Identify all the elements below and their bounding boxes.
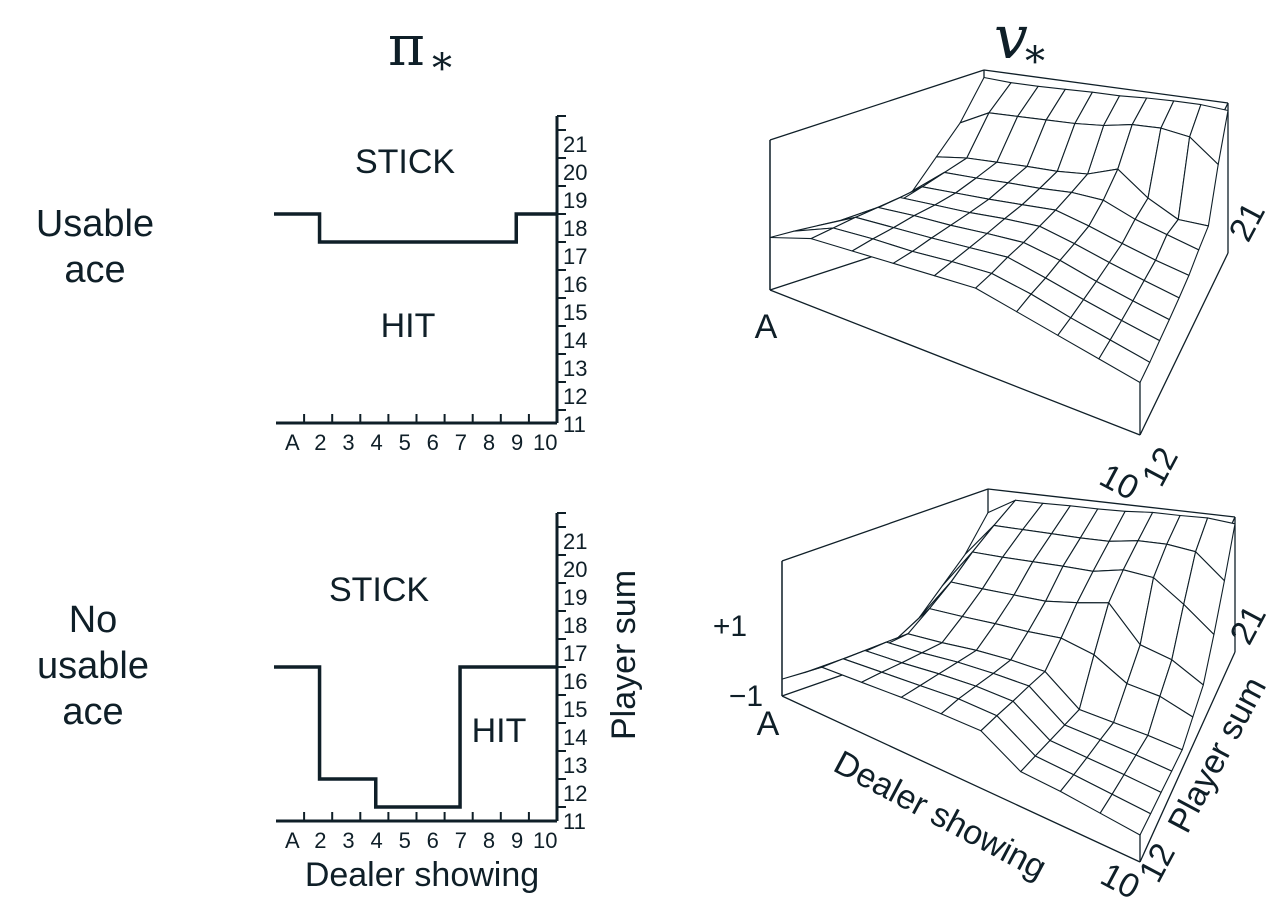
row-label-usable-ace: Usable ace	[36, 203, 154, 291]
x-tick-label: 5	[399, 430, 411, 455]
y-tick-label: 18	[563, 613, 587, 638]
x-tick-label: 8	[483, 828, 495, 853]
y-tick-label: 13	[563, 356, 587, 381]
x-tick-label: 2	[314, 430, 326, 455]
bounding-box-edge	[769, 289, 1141, 436]
y-tick-label: 21	[563, 529, 587, 554]
y-tick-label: 21	[1222, 196, 1273, 247]
y-tick-label: 16	[563, 669, 587, 694]
region-label-hit: HIT	[472, 712, 527, 750]
y-tick-label: 13	[563, 753, 587, 778]
bounding-box-edge	[781, 695, 1141, 863]
x-tick-label: 9	[511, 430, 523, 455]
surface-cell	[1099, 793, 1152, 836]
x-tick-label: 7	[455, 828, 467, 853]
row-label-line: No	[69, 599, 118, 641]
x-tick-label: 3	[342, 828, 354, 853]
x-tick-label: 9	[511, 828, 523, 853]
bounding-box-edge	[983, 69, 1229, 104]
y-tick-label: 19	[563, 188, 587, 213]
policy-star: *	[432, 46, 452, 92]
x-tick-label: 3	[342, 430, 354, 455]
y-tick-label: 15	[563, 300, 587, 325]
x-tick-label: A	[757, 705, 780, 743]
y-tick-label: 20	[563, 160, 587, 185]
x-tick-label: 5	[399, 828, 411, 853]
x-tick-label: 10	[1094, 457, 1145, 508]
y-tick-label: 12	[563, 384, 587, 409]
x-tick-label: 10	[533, 430, 557, 455]
region-label-stick: STICK	[355, 143, 455, 181]
y-axis-title: Player sum	[605, 570, 643, 740]
y-tick-label: 21	[563, 132, 587, 157]
x-tick-label: 2	[314, 828, 326, 853]
x-tick-label: 8	[483, 430, 495, 455]
x-tick-label: A	[285, 828, 300, 853]
x-tick-label: A	[285, 430, 300, 455]
x-tick-label: 7	[455, 430, 467, 455]
y-tick-label: 21	[1223, 599, 1274, 650]
region-label-hit: HIT	[381, 307, 436, 345]
row-label-no-usable-ace: No usable ace	[37, 599, 149, 733]
bounding-box-edge	[781, 488, 989, 562]
policy-symbol: π	[388, 14, 425, 79]
y-tick-label: 18	[563, 216, 587, 241]
x-tick-label: 10	[533, 828, 557, 853]
y-tick-label: 14	[563, 725, 587, 750]
row-label-line: ace	[62, 691, 123, 733]
surface-cell	[1098, 339, 1151, 384]
y-tick-label: 17	[563, 244, 587, 269]
x-tick-label: 6	[427, 430, 439, 455]
y-tick-label: 11	[563, 809, 586, 834]
y-tick-label: 14	[563, 328, 587, 353]
bounding-box-edge	[769, 69, 985, 141]
y-tick-label: 20	[563, 557, 587, 582]
y-tick-label: 17	[563, 641, 587, 666]
y-tick-label: 12	[1135, 441, 1186, 492]
x-tick-label: 4	[370, 828, 382, 853]
value-column-header: v *	[994, 3, 1045, 85]
y-tick-label: 11	[563, 412, 586, 437]
bounding-box-edge	[1139, 651, 1236, 863]
policy-column-header: π *	[388, 14, 452, 92]
row-label-line: usable	[37, 645, 149, 687]
bounding-box-edge	[987, 488, 1236, 518]
row-label-line: Usable	[36, 203, 154, 245]
z-tick-label: −1	[729, 680, 763, 713]
row-label-line: ace	[64, 249, 125, 291]
x-axis-title: Dealer showing	[305, 856, 539, 894]
value-symbol: v	[994, 3, 1028, 73]
region-label-stick: STICK	[329, 571, 429, 609]
x-tick-label: 6	[427, 828, 439, 853]
x-tick-label: A	[755, 308, 778, 346]
bounding-box-edge	[1139, 252, 1229, 436]
z-tick-label: +1	[713, 610, 747, 643]
policy-boundary-line	[274, 212, 557, 244]
y-tick-label: 12	[563, 781, 587, 806]
y-tick-label: 15	[563, 697, 587, 722]
policy-boundary-line	[274, 665, 557, 809]
x-tick-label: 4	[370, 430, 382, 455]
value-star: *	[1025, 39, 1045, 85]
y-tick-label: 16	[563, 272, 587, 297]
y-tick-label: 19	[563, 585, 587, 610]
